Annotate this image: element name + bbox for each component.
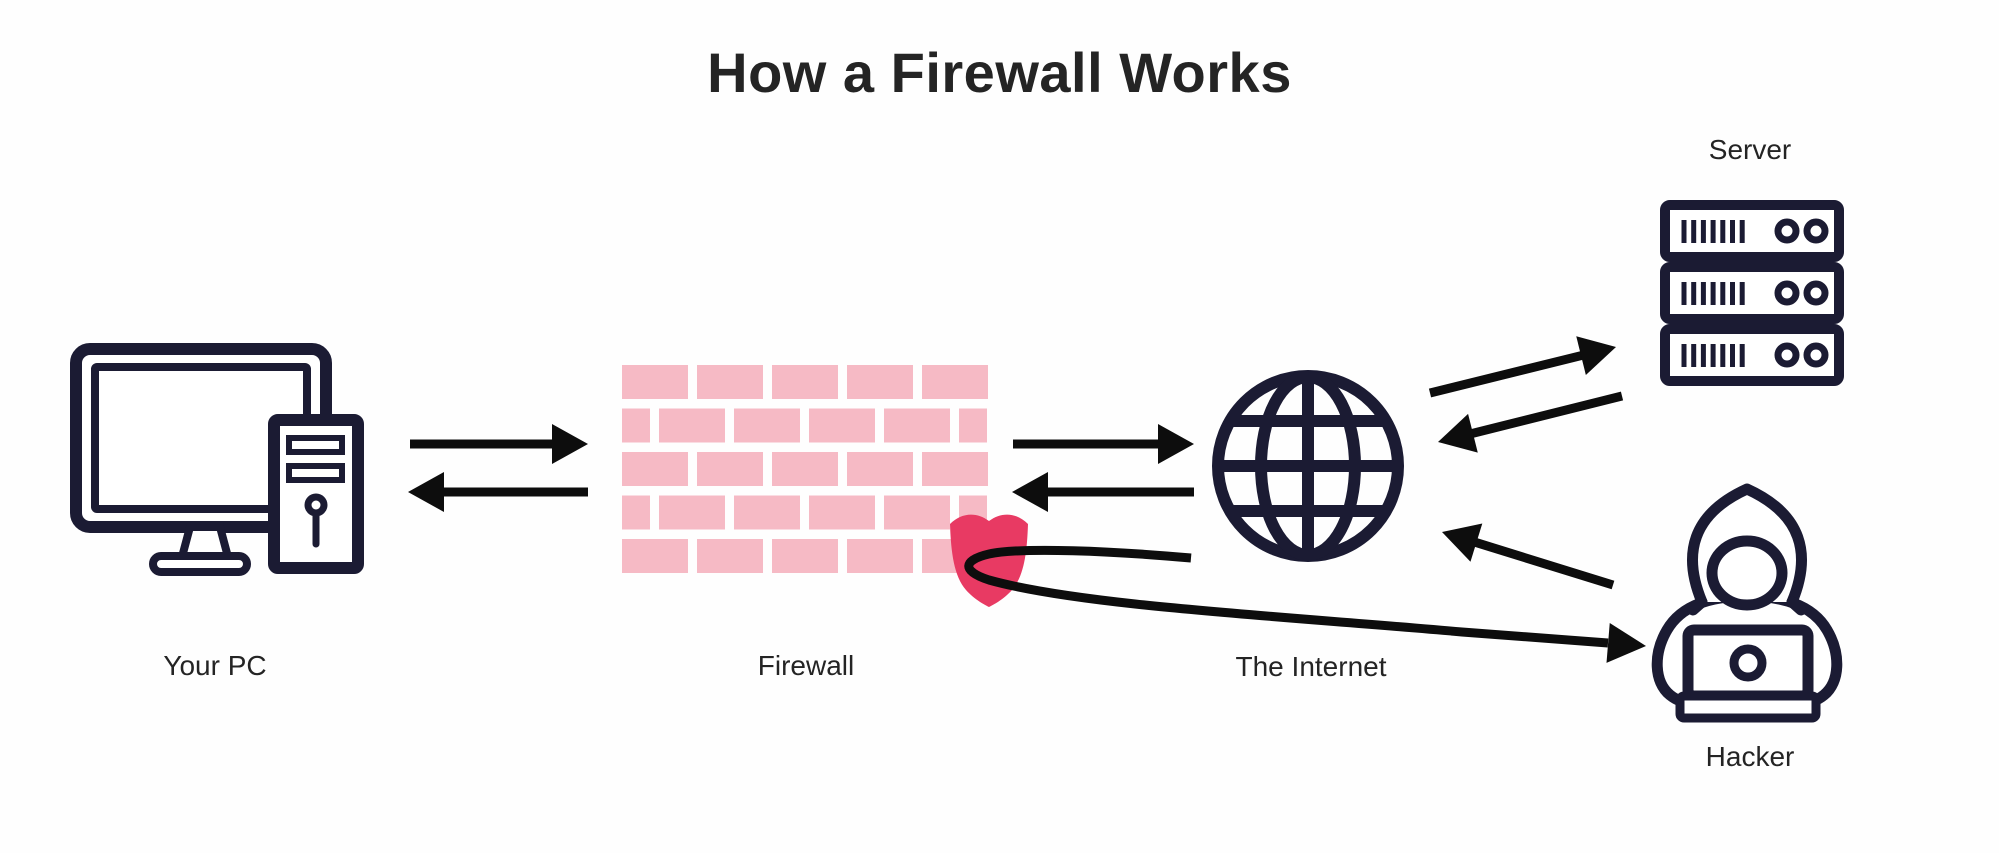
- arrow-firewall-to-internet: [1013, 424, 1194, 464]
- page-title: How a Firewall Works: [707, 41, 1292, 104]
- desktop-computer-icon: [70, 343, 364, 576]
- arrow-server-to-internet: [1438, 391, 1624, 453]
- arrow-internet-to-firewall: [1012, 472, 1194, 512]
- shield-icon: [950, 514, 1028, 607]
- blocked-attack-arrow: [964, 545, 1646, 663]
- internet-globe-icon: [1212, 370, 1404, 562]
- server-label: Server: [1708, 134, 1792, 165]
- arrow-hacker-to-internet: [1442, 523, 1615, 590]
- your-pc-label: Your PC: [163, 650, 267, 681]
- arrow-internet-to-server: [1428, 336, 1616, 398]
- the-internet-label: The Internet: [1235, 651, 1387, 682]
- server-rack-icon: [1660, 200, 1844, 386]
- hacker-icon: [1651, 483, 1843, 723]
- firewall-brick-wall-icon: [622, 365, 988, 573]
- traffic-arrows: [408, 336, 1624, 590]
- hacker-label: Hacker: [1705, 741, 1795, 772]
- arrow-firewall-to-pc: [408, 472, 588, 512]
- firewall-label: Firewall: [757, 650, 855, 681]
- arrow-pc-to-firewall: [410, 424, 588, 464]
